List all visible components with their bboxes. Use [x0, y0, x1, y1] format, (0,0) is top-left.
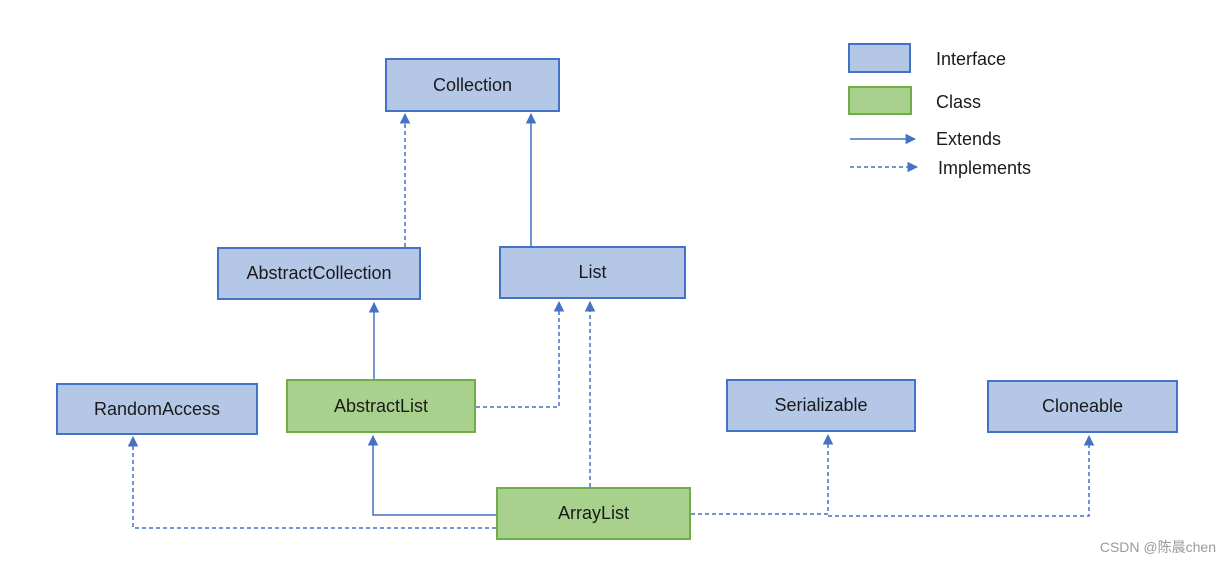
legend-class-swatch [848, 86, 912, 115]
node-random-access: RandomAccess [56, 383, 258, 435]
edge-abstractlist-list [476, 300, 565, 408]
node-abstract-collection-label: AbstractCollection [246, 263, 392, 283]
node-abstract-collection: AbstractCollection [217, 247, 421, 300]
edge-arraylist-randomaccess [127, 435, 496, 529]
node-array-list: ArrayList [496, 487, 691, 540]
legend-interface-label: Interface [936, 49, 1007, 69]
legend-extends-label: Extends [936, 129, 1002, 149]
node-list-label: List [578, 262, 607, 282]
node-cloneable: Cloneable [987, 380, 1178, 433]
node-serializable: Serializable [726, 379, 916, 432]
legend-class-label: Class [936, 92, 982, 112]
node-collection: Collection [385, 58, 560, 112]
node-serializable-label: Serializable [774, 395, 868, 415]
node-cloneable-label: Cloneable [1041, 396, 1124, 416]
node-random-access-label: RandomAccess [93, 398, 221, 419]
node-list: List [499, 246, 686, 299]
legend-implements-label: Implements [938, 158, 1032, 178]
node-collection-label: Collection [432, 74, 513, 95]
edge-arraylist-cloneable [828, 434, 1095, 517]
node-abstract-list: AbstractList [286, 379, 476, 433]
edge-arraylist-serializable [691, 433, 834, 515]
node-array-list-label: ArrayList [557, 503, 629, 523]
node-abstract-list-label: AbstractList [333, 395, 429, 416]
watermark: CSDN @陈晨chen [1099, 539, 1216, 555]
edge-arraylist-abstractlist [367, 434, 496, 516]
legend-interface-swatch [848, 43, 911, 73]
